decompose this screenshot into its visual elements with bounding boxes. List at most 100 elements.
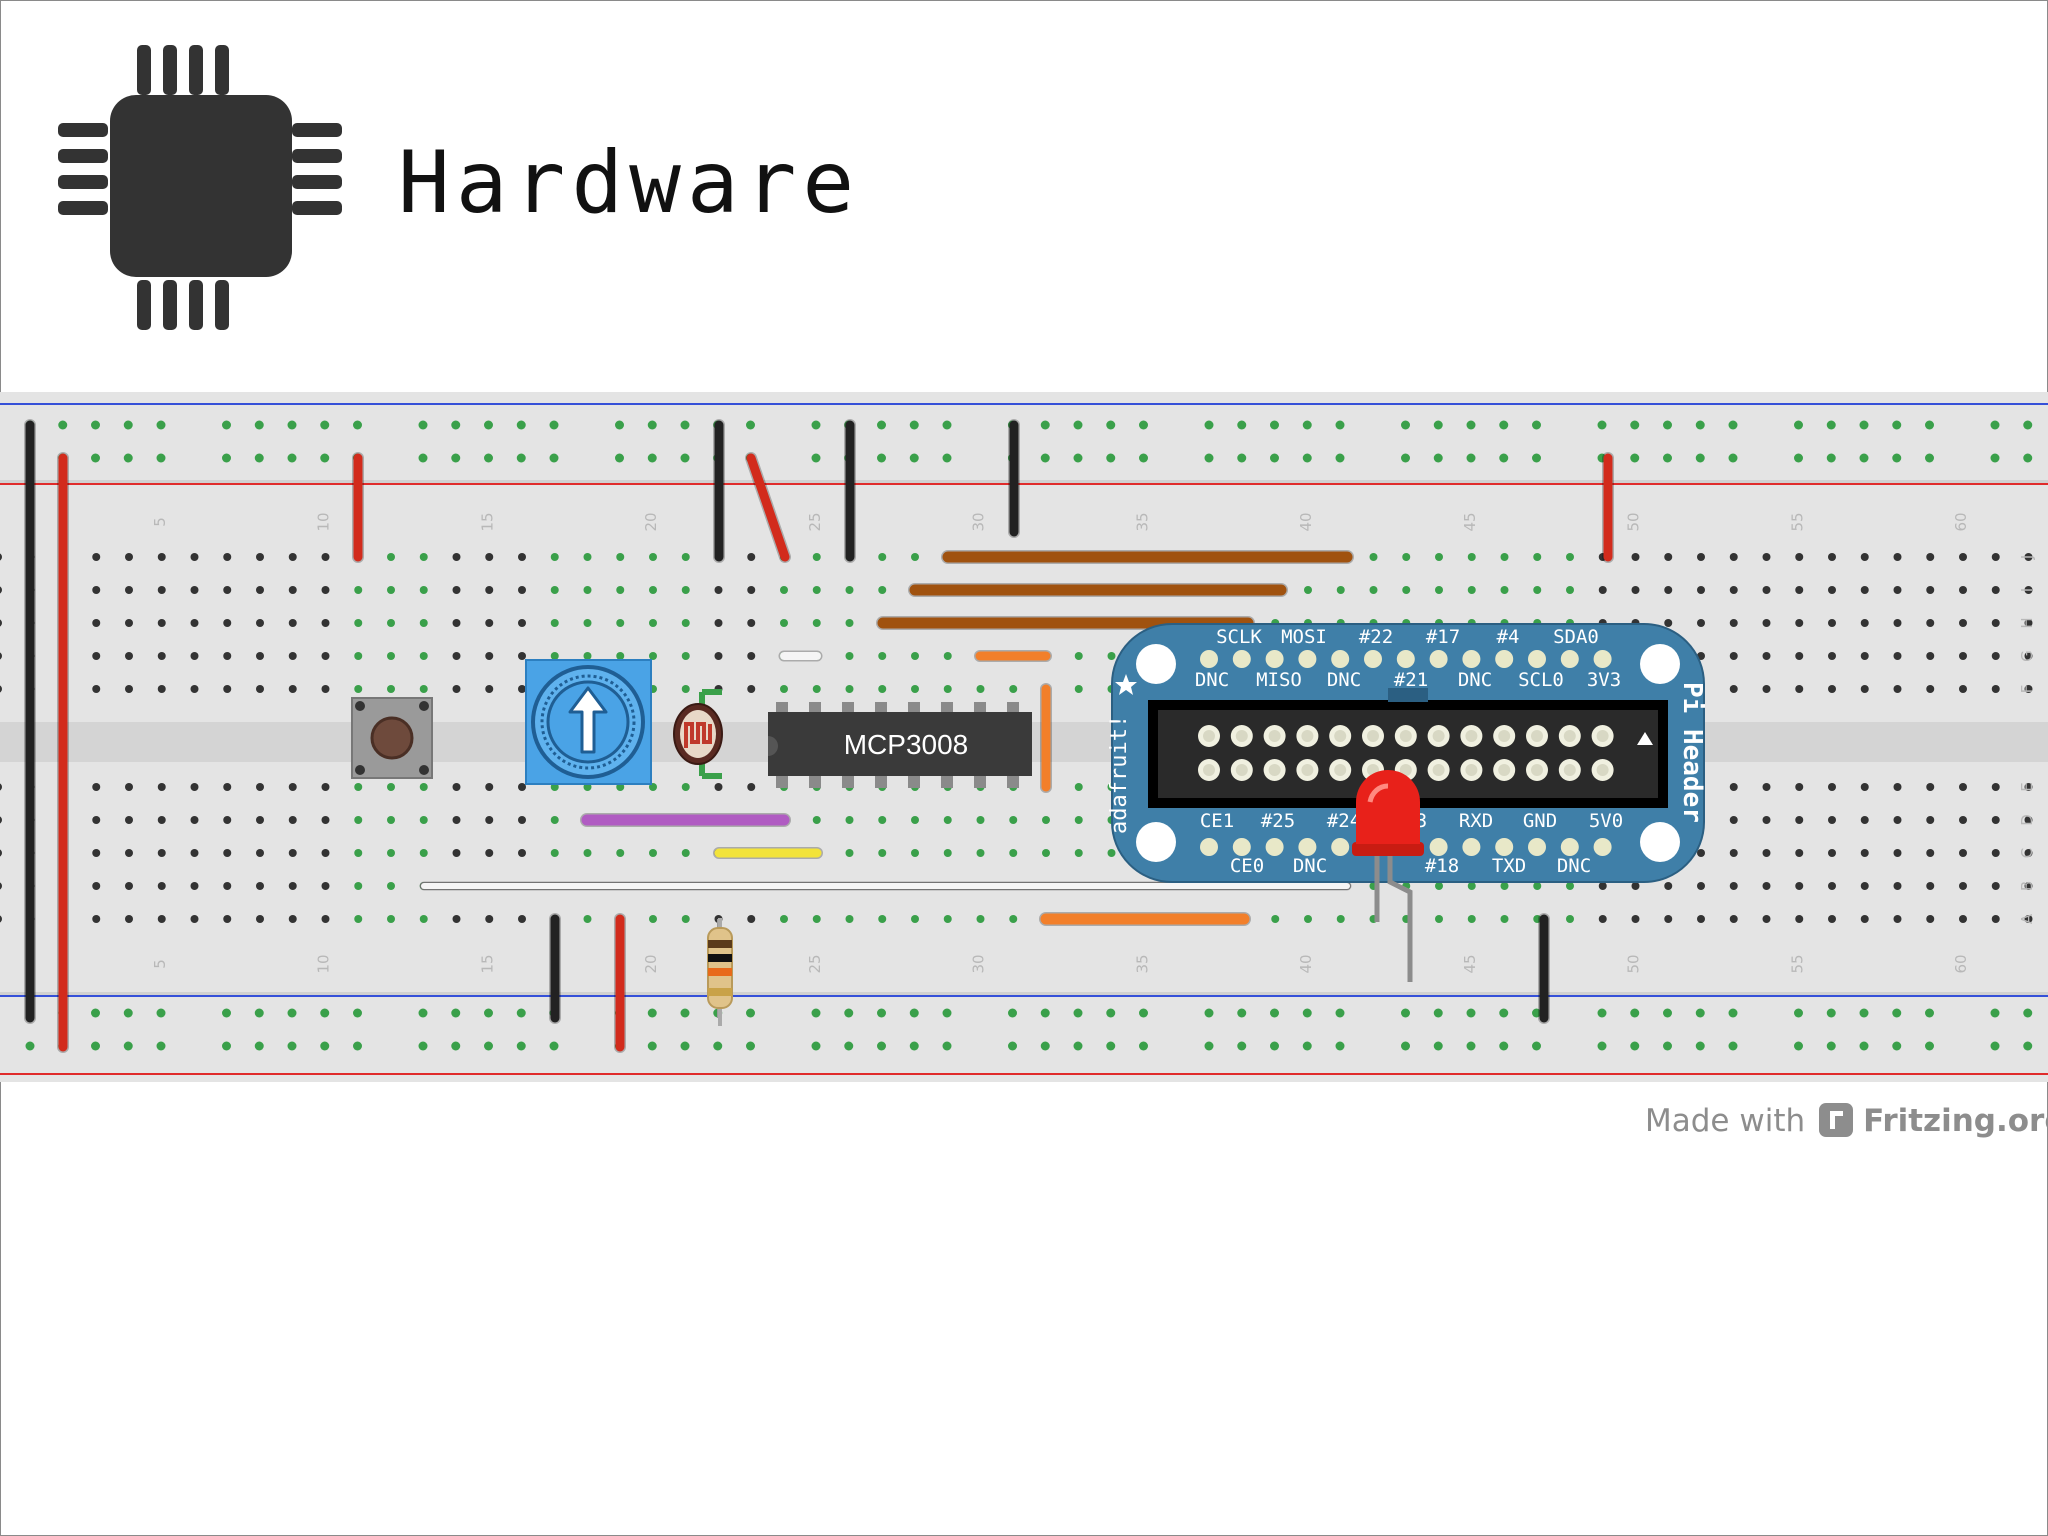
breadboard-hole	[1304, 915, 1312, 923]
breadboard-hole	[1500, 882, 1509, 890]
breadboard-hole	[125, 882, 133, 890]
rail-hole	[1433, 1008, 1443, 1018]
rail-hole	[647, 420, 657, 430]
breadboard-hole	[223, 816, 232, 824]
breadboard-hole	[780, 586, 788, 594]
breadboard-hole	[1795, 783, 1804, 791]
breadboard-hole	[157, 685, 166, 693]
breadboard-hole	[452, 849, 461, 857]
column-number: 50	[1625, 954, 1643, 973]
breadboard-hole	[1697, 586, 1705, 594]
rail-hole	[1302, 1041, 1312, 1051]
row-letter: H	[2018, 617, 2036, 628]
breadboard-hole	[190, 783, 199, 791]
rail-hole	[287, 453, 297, 463]
breadboard-hole	[747, 553, 756, 561]
breadboard-hole	[845, 586, 854, 594]
breadboard-hole	[485, 553, 494, 561]
rail-hole	[1597, 1008, 1607, 1018]
rail-hole	[222, 420, 231, 430]
rail-hole	[1204, 1008, 1214, 1018]
rail-hole	[1237, 453, 1247, 463]
breadboard-hole	[1697, 882, 1705, 890]
rail-hole	[1695, 420, 1705, 430]
rail-hole	[1106, 453, 1116, 463]
breadboard-hole	[1369, 586, 1378, 594]
breadboard-hole	[1074, 849, 1083, 857]
breadboard-hole	[2024, 783, 2033, 791]
pin-label: TXD	[1492, 855, 1526, 877]
breadboard-hole	[1435, 915, 1443, 923]
breadboard-hole	[1959, 783, 1967, 791]
breadboard-hole	[845, 652, 854, 660]
breadboard-hole	[223, 652, 232, 660]
breadboard-hole	[288, 652, 297, 660]
rail-hole	[1794, 420, 1803, 430]
breadboard-hole	[92, 915, 101, 923]
breadboard-hole	[321, 882, 330, 890]
rail-hole	[1073, 1008, 1083, 1018]
rail-hole	[516, 453, 526, 463]
breadboard-hole	[1860, 652, 1869, 660]
breadboard-hole	[485, 586, 494, 594]
breadboard-hole	[92, 586, 101, 594]
breadboard-hole	[1893, 915, 1902, 923]
breadboard-hole	[1729, 652, 1738, 660]
breadboard-hole	[1074, 652, 1083, 660]
breadboard-hole	[1762, 849, 1771, 857]
breadboard-hole	[1304, 586, 1312, 594]
rail-hole	[1728, 453, 1738, 463]
breadboard-hole	[1009, 915, 1018, 923]
solder-pad	[1528, 838, 1546, 856]
breadboard-hole	[354, 586, 363, 594]
rail-hole	[1139, 1008, 1148, 1018]
breadboard-hole	[321, 915, 330, 923]
breadboard-hole	[419, 849, 428, 857]
rail-hole	[844, 1041, 854, 1051]
rail-hole	[942, 420, 952, 430]
rail-hole	[2023, 1008, 2033, 1018]
rail-hole	[1335, 420, 1345, 430]
breadboard-hole	[1664, 586, 1673, 594]
breadboard-hole	[878, 849, 887, 857]
solder-pad	[1593, 838, 1612, 856]
rail-hole	[1106, 1041, 1116, 1051]
breadboard-hole	[681, 553, 690, 561]
rail-hole	[1695, 1041, 1705, 1051]
rail-hole	[1859, 453, 1869, 463]
solder-pad	[1265, 650, 1284, 668]
rail-hole	[1499, 420, 1509, 430]
breadboard-hole	[1959, 816, 1967, 824]
breadboard-hole	[714, 652, 723, 660]
rail-hole	[320, 453, 330, 463]
breadboard-hole	[0, 915, 2, 923]
chip-pin	[776, 774, 788, 788]
breadboard-hole	[747, 652, 756, 660]
breadboard-hole	[1959, 915, 1967, 923]
breadboard-hole	[1893, 652, 1902, 660]
rail-hole	[1597, 1041, 1607, 1051]
breadboard-hole	[780, 619, 788, 627]
rail-hole	[1728, 1008, 1738, 1018]
breadboard-hole	[0, 652, 2, 660]
rail-hole	[320, 1041, 330, 1051]
breadboard-hole	[616, 619, 625, 627]
rail-hole	[713, 1041, 723, 1051]
rail-hole	[647, 453, 657, 463]
breadboard-hole	[1402, 553, 1411, 561]
breadboard-hole	[256, 586, 264, 594]
breadboard-hole	[2024, 619, 2033, 627]
breadboard-hole	[387, 553, 395, 561]
rail-hole	[549, 1041, 559, 1051]
solder-pad	[1265, 838, 1284, 856]
rail-hole	[1073, 420, 1083, 430]
breadboard-hole	[649, 619, 657, 627]
breadboard-hole	[1697, 619, 1705, 627]
pin-label: DNC	[1557, 855, 1591, 877]
rail-hole	[418, 420, 428, 430]
pin-label: #24	[1327, 810, 1361, 832]
pin-label: GND	[1523, 810, 1557, 832]
breadboard-hole	[518, 553, 526, 561]
solder-pad	[1200, 838, 1218, 856]
solder-pad	[1298, 838, 1317, 856]
